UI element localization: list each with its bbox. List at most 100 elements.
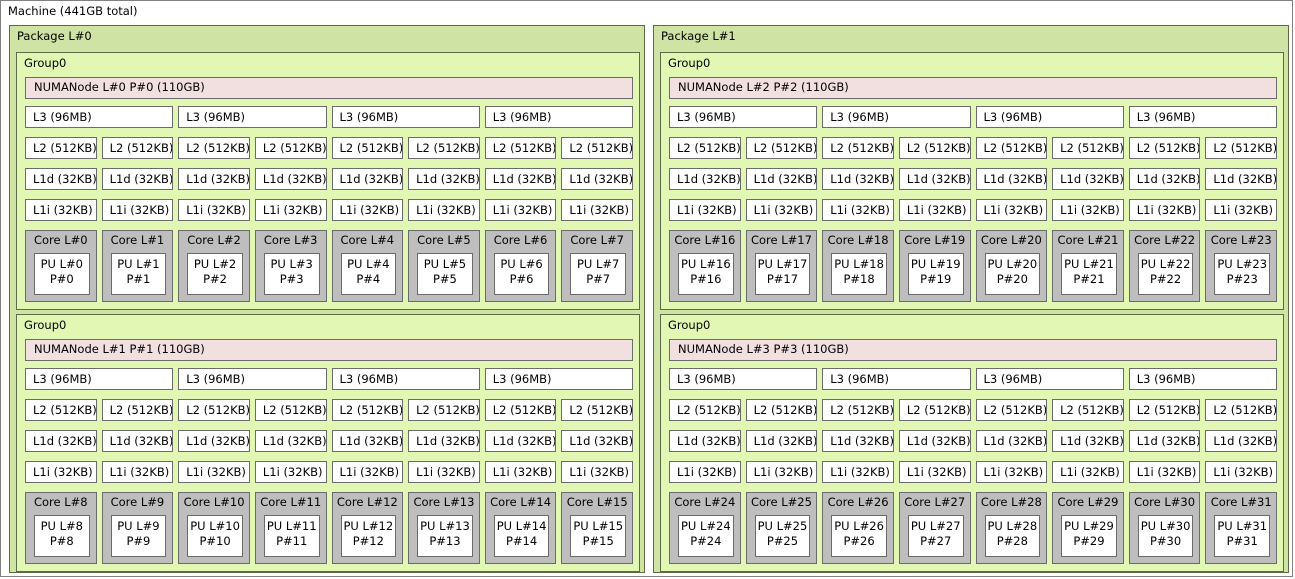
numanode-box[interactable]: NUMANode L#1 P#1 (110GB) [25,339,633,361]
l1d-cache-box[interactable]: L1d (32KB) [822,168,894,190]
l2-cache-box[interactable]: L2 (512KB) [1052,399,1124,421]
l1d-cache-box[interactable]: L1d (32KB) [669,430,741,452]
l2-cache-box[interactable]: L2 (512KB) [561,399,633,421]
l1d-cache-box[interactable]: L1d (32KB) [254,168,327,190]
l2-cache-box[interactable]: L2 (512KB) [1205,137,1277,159]
l1i-cache-box[interactable]: L1i (32KB) [25,461,97,483]
l1i-cache-box[interactable]: L1i (32KB) [25,199,97,221]
l3-cache-box[interactable]: L3 (96MB) [822,106,971,128]
l2-cache-box[interactable]: L2 (512KB) [331,137,404,159]
l3-cache-box[interactable]: L3 (96MB) [1128,106,1277,128]
l2-cache-box[interactable]: L2 (512KB) [561,137,633,159]
l1d-cache-box[interactable]: L1d (32KB) [1128,168,1201,190]
l3-cache-box[interactable]: L3 (96MB) [25,106,174,128]
l1i-cache-box[interactable]: L1i (32KB) [254,461,327,483]
l1d-cache-box[interactable]: L1d (32KB) [484,430,557,452]
l3-cache-box[interactable]: L3 (96MB) [331,106,480,128]
l1i-cache-box[interactable]: L1i (32KB) [745,199,818,221]
l1d-cache-box[interactable]: L1d (32KB) [408,168,480,190]
l1i-cache-box[interactable]: L1i (32KB) [561,461,633,483]
l1d-cache-box[interactable]: L1d (32KB) [254,430,327,452]
l1d-cache-box[interactable]: L1d (32KB) [1052,430,1124,452]
l3-cache-box[interactable]: L3 (96MB) [484,368,633,390]
numanode-box[interactable]: NUMANode L#0 P#0 (110GB) [25,77,633,99]
l1d-cache-box[interactable]: L1d (32KB) [975,430,1048,452]
l3-cache-box[interactable]: L3 (96MB) [822,368,971,390]
l1d-cache-box[interactable]: L1d (32KB) [822,430,894,452]
l1d-cache-box[interactable]: L1d (32KB) [484,168,557,190]
l1d-cache-box[interactable]: L1d (32KB) [178,168,250,190]
l1i-cache-box[interactable]: L1i (32KB) [178,461,250,483]
l1i-cache-box[interactable]: L1i (32KB) [822,461,894,483]
l2-cache-box[interactable]: L2 (512KB) [975,137,1048,159]
l2-cache-box[interactable]: L2 (512KB) [254,399,327,421]
l1i-cache-box[interactable]: L1i (32KB) [101,461,174,483]
l2-cache-box[interactable]: L2 (512KB) [1128,137,1201,159]
l1i-cache-box[interactable]: L1i (32KB) [1052,461,1124,483]
l2-cache-box[interactable]: L2 (512KB) [408,399,480,421]
l2-cache-box[interactable]: L2 (512KB) [669,399,741,421]
numanode-box[interactable]: NUMANode L#2 P#2 (110GB) [669,77,1277,99]
l3-cache-box[interactable]: L3 (96MB) [25,368,174,390]
l3-cache-box[interactable]: L3 (96MB) [178,106,327,128]
l2-cache-box[interactable]: L2 (512KB) [25,399,97,421]
l1d-cache-box[interactable]: L1d (32KB) [408,430,480,452]
l1d-cache-box[interactable]: L1d (32KB) [1052,168,1124,190]
l1d-cache-box[interactable]: L1d (32KB) [561,168,633,190]
l1d-cache-box[interactable]: L1d (32KB) [331,430,404,452]
l1i-cache-box[interactable]: L1i (32KB) [822,199,894,221]
l1d-cache-box[interactable]: L1d (32KB) [178,430,250,452]
l2-cache-box[interactable]: L2 (512KB) [484,399,557,421]
l2-cache-box[interactable]: L2 (512KB) [822,399,894,421]
l1d-cache-box[interactable]: L1d (32KB) [898,168,971,190]
l1d-cache-box[interactable]: L1d (32KB) [669,168,741,190]
l1i-cache-box[interactable]: L1i (32KB) [898,199,971,221]
l3-cache-box[interactable]: L3 (96MB) [331,368,480,390]
l1d-cache-box[interactable]: L1d (32KB) [101,430,174,452]
l1d-cache-box[interactable]: L1d (32KB) [101,168,174,190]
